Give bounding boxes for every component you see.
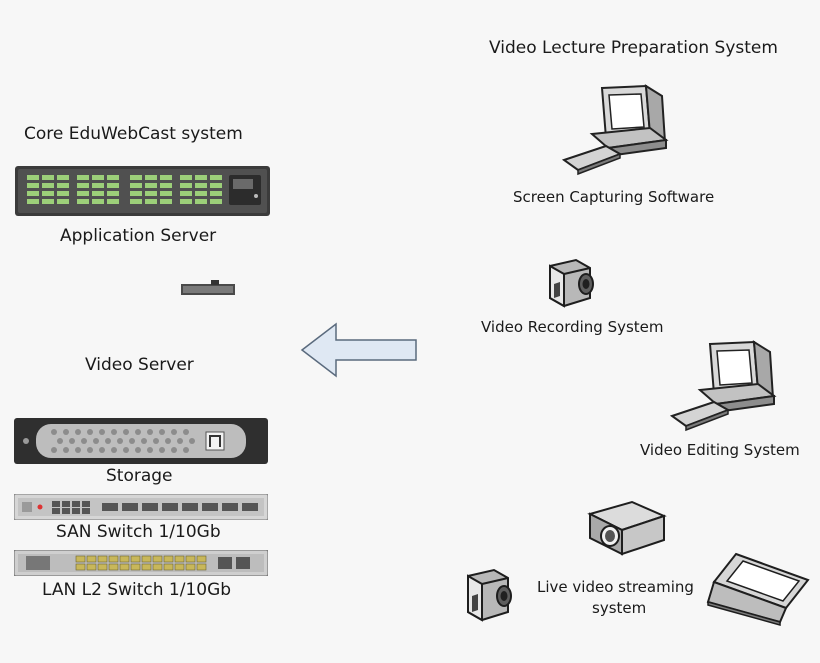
live-streaming-label-line1: Live video streaming bbox=[537, 578, 694, 596]
video-camera-icon bbox=[464, 566, 516, 628]
application-server-label: Application Server bbox=[60, 226, 217, 246]
storage-array-icon bbox=[14, 418, 268, 464]
network-appliance-icon bbox=[181, 278, 235, 296]
video-editing-label: Video Editing System bbox=[640, 441, 800, 459]
desktop-computer-icon bbox=[562, 84, 672, 180]
san-switch-icon bbox=[14, 494, 268, 520]
desktop-computer-icon bbox=[670, 340, 780, 436]
video-server-label: Video Server bbox=[85, 355, 194, 375]
rack-server-icon bbox=[15, 166, 270, 216]
core-system-heading: Core EduWebCast system bbox=[24, 124, 243, 144]
screen-capture-label: Screen Capturing Software bbox=[513, 188, 715, 206]
video-recording-label: Video Recording System bbox=[481, 318, 664, 336]
laptop-icon bbox=[706, 550, 810, 626]
video-camera-icon bbox=[546, 256, 598, 314]
left-arrow-icon bbox=[300, 320, 420, 380]
lan-switch-icon bbox=[14, 550, 268, 576]
storage-label: Storage bbox=[106, 466, 173, 486]
projector-icon bbox=[584, 498, 670, 560]
lecture-prep-heading: Video Lecture Preparation System bbox=[489, 38, 778, 58]
live-streaming-label-line2: system bbox=[592, 599, 647, 617]
lan-switch-label: LAN L2 Switch 1/10Gb bbox=[42, 580, 232, 600]
san-switch-label: SAN Switch 1/10Gb bbox=[56, 522, 221, 542]
